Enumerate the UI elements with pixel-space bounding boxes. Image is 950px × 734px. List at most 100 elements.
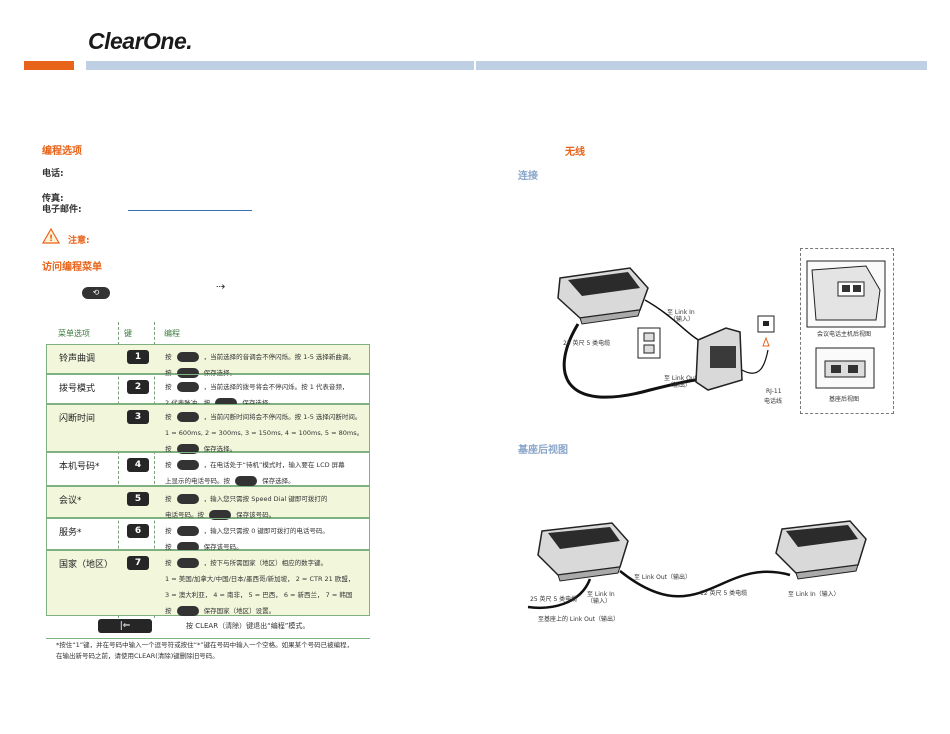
row-description-line: 3 = 澳大利亚， 4 = 南非， 5 = 巴西， 6 = 新西兰， 7 = 韩… bbox=[165, 591, 353, 599]
arrow-right-icon: ⇢ bbox=[216, 280, 226, 293]
rear-views-box bbox=[800, 248, 894, 414]
col-programming: 编程 bbox=[164, 329, 180, 338]
clear-instruction: 按 CLEAR（清除）键退出“编程”模式。 bbox=[186, 622, 310, 630]
program-key-icon bbox=[176, 526, 199, 536]
connect-title: 连接 bbox=[518, 171, 538, 182]
footnote-divider bbox=[46, 638, 370, 639]
wall-outlet-icon bbox=[637, 327, 661, 359]
key-4-icon: 4 bbox=[127, 458, 149, 472]
fig1-rj11: RJ-11 bbox=[766, 388, 782, 395]
row-name: 闪断时间 bbox=[59, 414, 96, 424]
col-menu-option: 菜单选项 bbox=[58, 329, 90, 338]
clearone-logo: ClearOne. bbox=[88, 28, 193, 54]
row-description-line: 按 保存该号码。 bbox=[165, 542, 243, 552]
fig1-link-in-sub: （输入） bbox=[670, 316, 695, 323]
key-6-icon: 6 bbox=[127, 524, 149, 538]
row-description: 按 ，输入您只需按 0 键即可拨打的电话号码。按 保存该号码。 bbox=[165, 523, 329, 555]
col-key: 键 bbox=[124, 329, 132, 338]
row-description-line: 按 ，当前闪断时间将会不停闪烁。按 1-5 选择闪断时间。 bbox=[165, 412, 362, 422]
base-rear-title: 基座后视图 bbox=[518, 445, 568, 456]
row-description-line: 按 保存国家（地区）设置。 bbox=[165, 606, 276, 616]
row-description: 按 ，输入您只需按 Speed Dial 键即可拨打的电话号码。按 保存该号码。 bbox=[165, 491, 327, 523]
program-key-icon bbox=[176, 542, 199, 552]
programming-options-title: 编程选项 bbox=[42, 146, 82, 157]
program-key-icon bbox=[176, 460, 199, 470]
program-key-icon bbox=[209, 510, 232, 520]
row-description: 按 ，在电话处于“待机”模式时，输入要在 LCD 屏幕上显示的电话号码。按 保存… bbox=[165, 457, 345, 489]
program-key-icon bbox=[235, 476, 258, 486]
connection-diagram bbox=[557, 267, 775, 399]
main-unit-rear-view bbox=[806, 260, 886, 328]
program-key-icon: ⟲ bbox=[82, 282, 110, 301]
access-menu-title: 访问编程菜单 bbox=[42, 262, 102, 273]
base-rear-view bbox=[815, 347, 875, 389]
row-description: 按 ，当前选择的拨号将会不停闪烁。按 1 代表音频， 2 代表脉冲。按 保存选择。 bbox=[165, 379, 348, 411]
clear-key-icon: |⇐ bbox=[98, 619, 152, 633]
wireless-title: 无线 bbox=[565, 147, 585, 158]
row-description-line: 按 ，当前选择的音调会不停闪烁。按 1-5 选择新曲调。 bbox=[165, 352, 355, 362]
fig1-link-out: 至 Link Out bbox=[664, 375, 697, 382]
program-key-icon bbox=[176, 444, 199, 454]
fig2-to-link-in: 至 Link In bbox=[587, 591, 615, 598]
row-description: 按 ，当前选择的音调会不停闪烁。按 1-5 选择新曲调。按 保存选择。 bbox=[165, 349, 355, 381]
program-key-icon bbox=[176, 606, 199, 616]
row-name: 国家（地区） bbox=[59, 560, 114, 570]
conference-phone-icon bbox=[537, 522, 629, 582]
program-key-icon bbox=[176, 368, 199, 378]
warning-icon: ! bbox=[41, 227, 61, 248]
row-description-line: 按 ，输入您只需按 Speed Dial 键即可拨打的 bbox=[165, 494, 328, 504]
fig2-link-in-ext: 至 Link In（输入） bbox=[788, 591, 840, 598]
header-accent-bar bbox=[24, 61, 74, 70]
row-description-line: 上显示的电话号码。按 保存选择。 bbox=[165, 476, 295, 486]
caution-label: 注意: bbox=[68, 236, 90, 246]
program-key-icon bbox=[176, 494, 199, 504]
key-2-icon: 2 bbox=[127, 380, 149, 394]
email-link[interactable] bbox=[128, 210, 252, 211]
row-name: 拨号模式 bbox=[59, 384, 96, 394]
rear-main-caption: 会议电话主机后视图 bbox=[817, 331, 872, 338]
fig2-to-link-in-sub: （输入） bbox=[587, 598, 612, 605]
rear-base-caption: 基座后视图 bbox=[829, 396, 860, 403]
base-station-icon bbox=[695, 327, 743, 391]
table-row: 闪断时间 3 按 ，当前闪断时间将会不停闪烁。按 1-5 选择闪断时间。1 = 60… bbox=[46, 404, 370, 454]
program-key-icon bbox=[176, 558, 199, 568]
program-key-icon bbox=[176, 352, 199, 362]
svg-text:!: ! bbox=[49, 234, 53, 244]
conference-phone-icon bbox=[557, 267, 649, 325]
row-description: 按 ，当前闪断时间将会不停闪烁。按 1-5 选择闪断时间。1 = 600ms, … bbox=[165, 409, 363, 457]
row-description-line: 按 ，按下与所需国家（地区）相应的数字键。 bbox=[165, 558, 328, 568]
fig2-cable-25: 25 英尺 5 类电缆 bbox=[530, 596, 578, 603]
row-description-line: 1 = 美国/加拿大/中国/日本/墨西哥/新加坡， 2 = CTR 21 欧盟， bbox=[165, 575, 355, 583]
fig1-phone-cable: 电话线 bbox=[764, 398, 783, 405]
table-row: 会议* 5 按 ，输入您只需按 Speed Dial 键即可拨打的电话号码。按 保存… bbox=[46, 486, 370, 520]
table-divider bbox=[118, 322, 119, 618]
rj11-jack-icon bbox=[757, 315, 775, 347]
fig1-link-in: 至 Link In bbox=[667, 309, 695, 316]
key-3-icon: 3 bbox=[127, 410, 149, 424]
row-description-line: 电话号码。按 保存该号码。 bbox=[165, 510, 276, 520]
fig1-cable: 25 英尺 5 类电缆 bbox=[563, 340, 611, 347]
program-key-icon bbox=[176, 412, 199, 422]
phone-label: 电话: bbox=[42, 169, 64, 179]
row-description-line: 2 代表脉冲。按 保存选择。 bbox=[165, 398, 275, 408]
email-label: 电子邮件: bbox=[42, 205, 82, 215]
table-row: 拨号模式 2 按 ，当前选择的拨号将会不停闪烁。按 1 代表音频， 2 代表脉冲。按 … bbox=[46, 374, 370, 408]
fig2-cable-12: 12 英尺 5 类电缆 bbox=[700, 590, 748, 597]
fig1-link-out-sub: （输出） bbox=[667, 382, 692, 389]
key-7-icon: 7 bbox=[127, 556, 149, 570]
conference-phone-icon bbox=[775, 520, 867, 580]
key-5-icon: 5 bbox=[127, 492, 149, 506]
row-description-line: 按 ，当前选择的拨号将会不停闪烁。按 1 代表音频， bbox=[165, 382, 349, 392]
table-row: 国家（地区） 7 按 ，按下与所需国家（地区）相应的数字键。 1 = 美国/加拿大/中… bbox=[46, 550, 370, 616]
table-divider bbox=[154, 322, 155, 618]
row-name: 会议* bbox=[59, 496, 82, 506]
row-description-line: 按 ，在电话处于“待机”模式时，输入要在 LCD 屏幕 bbox=[165, 460, 345, 470]
header-blue-bar bbox=[86, 61, 927, 70]
fax-label: 传真: bbox=[42, 194, 64, 204]
fig2-base-link-out: 至基座上的 Link Out（输出） bbox=[538, 616, 619, 623]
key-1-icon: 1 bbox=[127, 350, 149, 364]
row-description-line: 按 保存选择。 bbox=[165, 368, 237, 378]
